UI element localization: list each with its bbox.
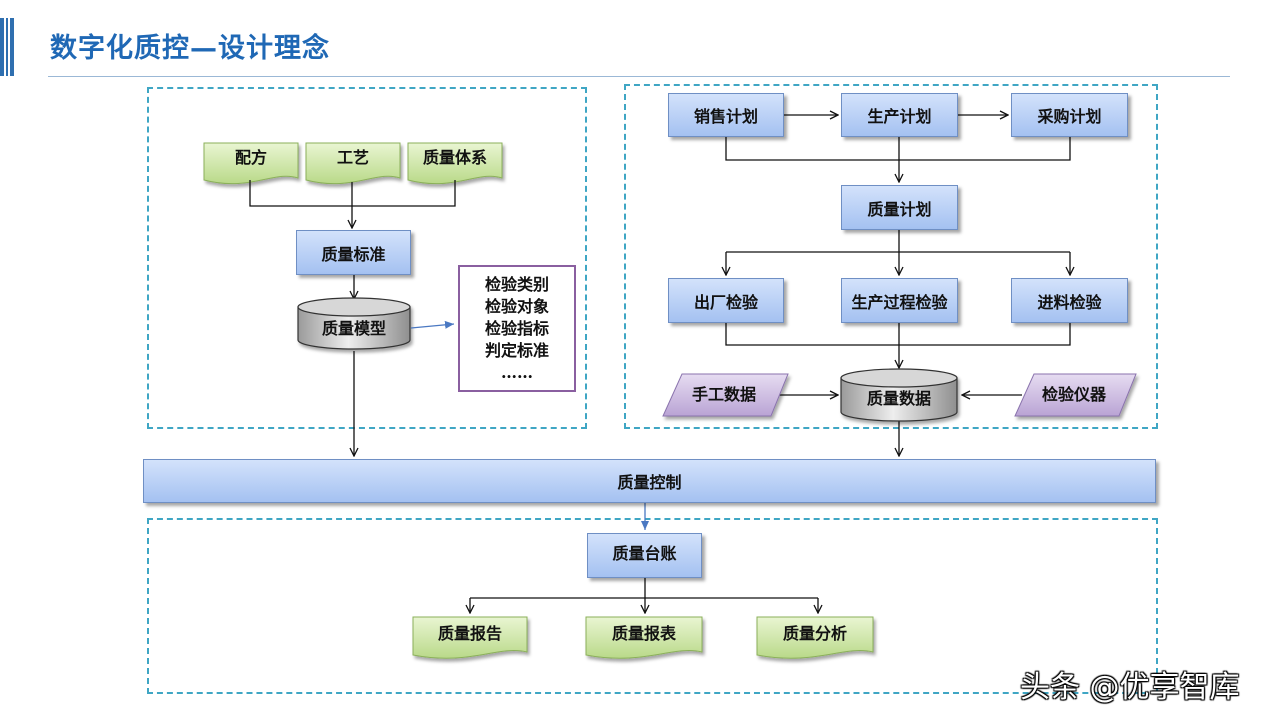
attribute-item: 检验类别 <box>484 274 549 294</box>
doc-quality-system-label: 质量体系 <box>423 148 487 167</box>
doc-quality-system <box>407 142 503 185</box>
quality-plan-box: 质量计划 <box>841 185 958 230</box>
outgoing-inspection-box: 出厂检验 <box>668 278 784 323</box>
connectors-quality-plan-to-inspections <box>726 230 1070 275</box>
quality-data-label: 质量数据 <box>867 389 931 408</box>
quality-control-bar: 质量控制 <box>143 459 1156 503</box>
doc-quality-sheet <box>585 616 703 659</box>
title-accent-bar <box>0 18 14 76</box>
quality-standard-box: 质量标准 <box>296 230 411 275</box>
connectors-bottom <box>470 503 818 613</box>
right-panel <box>624 84 1158 429</box>
doc-recipe-label: 配方 <box>235 148 267 167</box>
attribute-item: 检验对象 <box>484 296 549 316</box>
connector-docs-to-standard <box>249 180 456 228</box>
doc-process-label: 工艺 <box>337 148 369 167</box>
attribute-item: 判定标准 <box>484 340 549 360</box>
attribute-item: 检验指标 <box>484 318 549 338</box>
attribute-item: …… <box>501 362 533 382</box>
sales-plan-box: 销售计划 <box>668 93 784 137</box>
quality-model-cylinder <box>297 297 411 350</box>
purchase-plan-box: 采购计划 <box>1011 93 1128 137</box>
connector-model-to-attributes <box>410 320 455 329</box>
manual-data-label: 手工数据 <box>692 385 756 404</box>
doc-quality-report <box>412 616 528 659</box>
doc-process <box>305 142 401 185</box>
bottom-panel <box>147 518 1158 694</box>
left-panel <box>147 87 587 429</box>
manual-data-parallelogram <box>662 373 789 417</box>
incoming-inspection-box: 进料检验 <box>1011 278 1128 323</box>
inspection-attributes-box: 检验类别 检验对象 检验指标 判定标准 …… <box>458 265 576 392</box>
page-title: 数字化质控—设计理念 <box>50 33 330 64</box>
title-divider <box>48 76 1230 77</box>
doc-quality-sheet-label: 质量报表 <box>612 624 677 643</box>
connectors-plans <box>725 115 1071 182</box>
watermark: 头条 @优享智库 <box>1020 670 1240 705</box>
quality-model-label: 质量模型 <box>322 319 386 338</box>
connectors-inspections-to-data <box>725 323 1071 456</box>
doc-quality-report-label: 质量报告 <box>438 624 502 643</box>
doc-recipe <box>203 142 299 185</box>
doc-quality-analysis-label: 质量分析 <box>783 624 847 643</box>
quality-data-cylinder <box>840 368 958 422</box>
production-plan-box: 生产计划 <box>841 93 958 137</box>
instruments-label: 检验仪器 <box>1042 385 1107 404</box>
doc-quality-analysis <box>756 616 874 659</box>
process-inspection-box: 生产过程检验 <box>841 278 958 323</box>
quality-ledger-box: 质量台账 <box>587 533 702 578</box>
instruments-parallelogram <box>1014 373 1137 417</box>
